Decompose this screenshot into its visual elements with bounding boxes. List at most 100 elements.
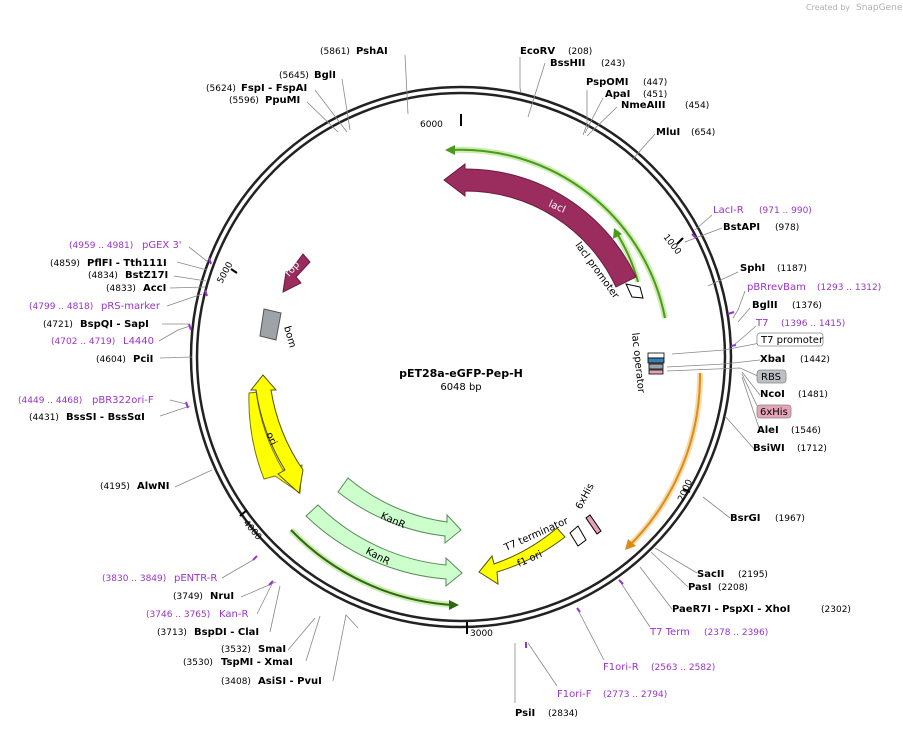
primer-l4440-range: (4702 .. 4719) bbox=[51, 337, 115, 347]
primer-t7-term-range: (2378 .. 2396) bbox=[704, 628, 768, 638]
t7-region-features[interactable] bbox=[647, 352, 665, 375]
site-bglii[interactable]: BglII bbox=[752, 300, 778, 311]
primer-pbr322ori-f-range: (4449 .. 4468) bbox=[18, 396, 82, 406]
tick-marks bbox=[230, 114, 691, 634]
site-bsrgi[interactable]: BsrGI bbox=[730, 513, 760, 524]
site-asisi-pvui[interactable]: AsiSI - PvuI bbox=[258, 676, 322, 687]
laci-promoter-arrow[interactable] bbox=[625, 283, 644, 299]
site-bsiwi[interactable]: BsiWI bbox=[753, 443, 785, 454]
site-pshai[interactable]: PshAI bbox=[356, 46, 388, 57]
site-psii[interactable]: PsiI bbox=[515, 708, 535, 719]
site-bgli[interactable]: BglI bbox=[314, 70, 336, 81]
egfp-orf-arc[interactable] bbox=[625, 372, 704, 550]
site-asisi-pvui-pos: (3408) bbox=[221, 677, 251, 687]
primer-prs-marker[interactable]: pRS-marker bbox=[101, 301, 161, 312]
site-bgli-pos: (5645) bbox=[279, 71, 309, 81]
site-bspdi-clai-pos: (3713) bbox=[157, 628, 187, 638]
primer-pbr322ori-f[interactable]: pBR322ori-F bbox=[92, 395, 154, 406]
primer-prs-marker-range: (4799 .. 4818) bbox=[29, 302, 93, 312]
site-bsiwi-pos: (1712) bbox=[797, 444, 827, 454]
lac-operator-label: lac operator bbox=[629, 332, 646, 394]
plasmid-size: 6048 bp bbox=[440, 382, 481, 393]
snapgene-logo: SnapGene bbox=[856, 3, 903, 13]
primer-t7-term[interactable]: T7 Term bbox=[649, 627, 690, 638]
site-bsssi[interactable]: BssSI - BssSαI bbox=[66, 412, 145, 423]
site-sacii-pos: (2195) bbox=[738, 570, 768, 580]
site-nmeaiii-pos: (454) bbox=[685, 101, 709, 111]
site-bstz17i[interactable]: BstZ17I bbox=[125, 270, 168, 281]
site-alei[interactable]: AleI bbox=[757, 425, 779, 436]
site-mlui[interactable]: MluI bbox=[656, 127, 680, 138]
site-ecorv[interactable]: EcoRV bbox=[520, 46, 555, 57]
site-acci-pos: (4833) bbox=[106, 284, 136, 294]
primer-pbrrevbam[interactable]: pBRrevBam bbox=[747, 282, 806, 293]
site-ppumi[interactable]: PpuMI bbox=[265, 95, 300, 106]
site-nrui[interactable]: NruI bbox=[210, 591, 234, 602]
primer-pbrrevbam-range: (1293 .. 1312) bbox=[817, 283, 881, 293]
t7-promoter-label: T7 promoter bbox=[760, 335, 824, 346]
site-alwni-pos: (4195) bbox=[100, 482, 130, 492]
site-bspqi-sapi[interactable]: BspQI - SapI bbox=[80, 319, 149, 330]
site-pflfi-pos: (4859) bbox=[50, 259, 80, 269]
site-bsshii[interactable]: BssHII bbox=[550, 58, 585, 69]
site-smai[interactable]: SmaI bbox=[258, 644, 286, 655]
site-apai-pos: (451) bbox=[643, 90, 667, 100]
site-bsrgi-pos: (1967) bbox=[775, 514, 805, 524]
primer-f1ori-f[interactable]: F1ori-F bbox=[557, 689, 592, 700]
bom-feature[interactable]: bom bbox=[259, 308, 298, 349]
primer-pgex3[interactable]: pGEX 3' bbox=[142, 240, 182, 251]
his-tag-box[interactable] bbox=[756, 404, 792, 419]
primer-l4440[interactable]: L4440 bbox=[123, 336, 154, 347]
site-paer7i-pspxi-xhoi[interactable]: PaeR7I - PspXI - XhoI bbox=[672, 604, 790, 615]
site-apai[interactable]: ApaI bbox=[605, 89, 630, 100]
ori-feature[interactable]: ori bbox=[248, 374, 304, 494]
site-bsssi-pos: (4431) bbox=[29, 413, 59, 423]
site-pflfi[interactable]: PflFI - Tth111I bbox=[87, 258, 167, 269]
site-sacii[interactable]: SacII bbox=[697, 569, 724, 580]
orf-arc-top[interactable] bbox=[445, 145, 668, 319]
primer-t7-range: (1396 .. 1415) bbox=[781, 319, 845, 329]
primer-kan-r[interactable]: Kan-R bbox=[219, 609, 248, 620]
site-xbai[interactable]: XbaI bbox=[760, 354, 785, 365]
primer-pentr-r[interactable]: pENTR-R bbox=[174, 573, 217, 584]
site-psii-pos: (2834) bbox=[548, 709, 578, 719]
site-pspomi[interactable]: PspOMI bbox=[586, 77, 628, 88]
site-pcii-pos: (4604) bbox=[96, 355, 126, 365]
backbone-inner-ring bbox=[195, 91, 727, 623]
site-ecorv-pos: (208) bbox=[568, 47, 592, 57]
site-pasi[interactable]: PasI bbox=[688, 582, 711, 593]
site-bspdi-clai[interactable]: BspDI - ClaI bbox=[194, 627, 259, 638]
laci-feature[interactable]: lacI bbox=[443, 162, 637, 288]
site-sphi[interactable]: SphI bbox=[740, 263, 765, 274]
rop-feature[interactable]: rop bbox=[282, 253, 311, 293]
site-fspi[interactable]: FspI - FspAI bbox=[241, 83, 307, 94]
site-pcii[interactable]: PciI bbox=[133, 354, 153, 365]
site-bsshii-pos: (243) bbox=[601, 59, 625, 69]
site-alwni[interactable]: AlwNI bbox=[137, 481, 170, 492]
his-tag-glyph[interactable] bbox=[585, 514, 602, 535]
kanr-feature-inner[interactable]: KanR bbox=[337, 477, 462, 545]
primer-t7[interactable]: T7 bbox=[755, 318, 768, 329]
site-bstapi-pos: (978) bbox=[775, 223, 799, 233]
site-acci[interactable]: AccI bbox=[143, 283, 166, 294]
site-nmeaiii[interactable]: NmeAIII bbox=[621, 100, 665, 111]
site-ncoi[interactable]: NcoI bbox=[760, 389, 785, 400]
site-ncoi-pos: (1481) bbox=[798, 390, 828, 400]
orf-arc-right[interactable] bbox=[613, 228, 641, 283]
tick-label-2000: 2000 bbox=[677, 478, 696, 503]
primer-laci-r[interactable]: LacI-R bbox=[713, 205, 744, 216]
his-tag-box-label: 6xHis bbox=[760, 407, 788, 418]
orf-arc-bottom[interactable] bbox=[288, 527, 459, 610]
t7-promoter-box[interactable] bbox=[756, 332, 824, 347]
ori-label: ori bbox=[263, 431, 278, 447]
site-tspmi-xmai[interactable]: TspMI - XmaI bbox=[221, 657, 293, 668]
primer-pgex3-range: (4959 .. 4981) bbox=[69, 241, 133, 251]
rbs-box[interactable] bbox=[756, 369, 787, 384]
his-tag-label-inner: 6xHis bbox=[574, 482, 597, 512]
primer-f1ori-r[interactable]: F1ori-R bbox=[603, 662, 639, 673]
tick-label-3000: 3000 bbox=[470, 629, 493, 639]
site-bstapi[interactable]: BstAPI bbox=[723, 222, 760, 233]
primer-marks bbox=[185, 233, 737, 648]
t7-terminator-glyph[interactable] bbox=[569, 525, 587, 547]
